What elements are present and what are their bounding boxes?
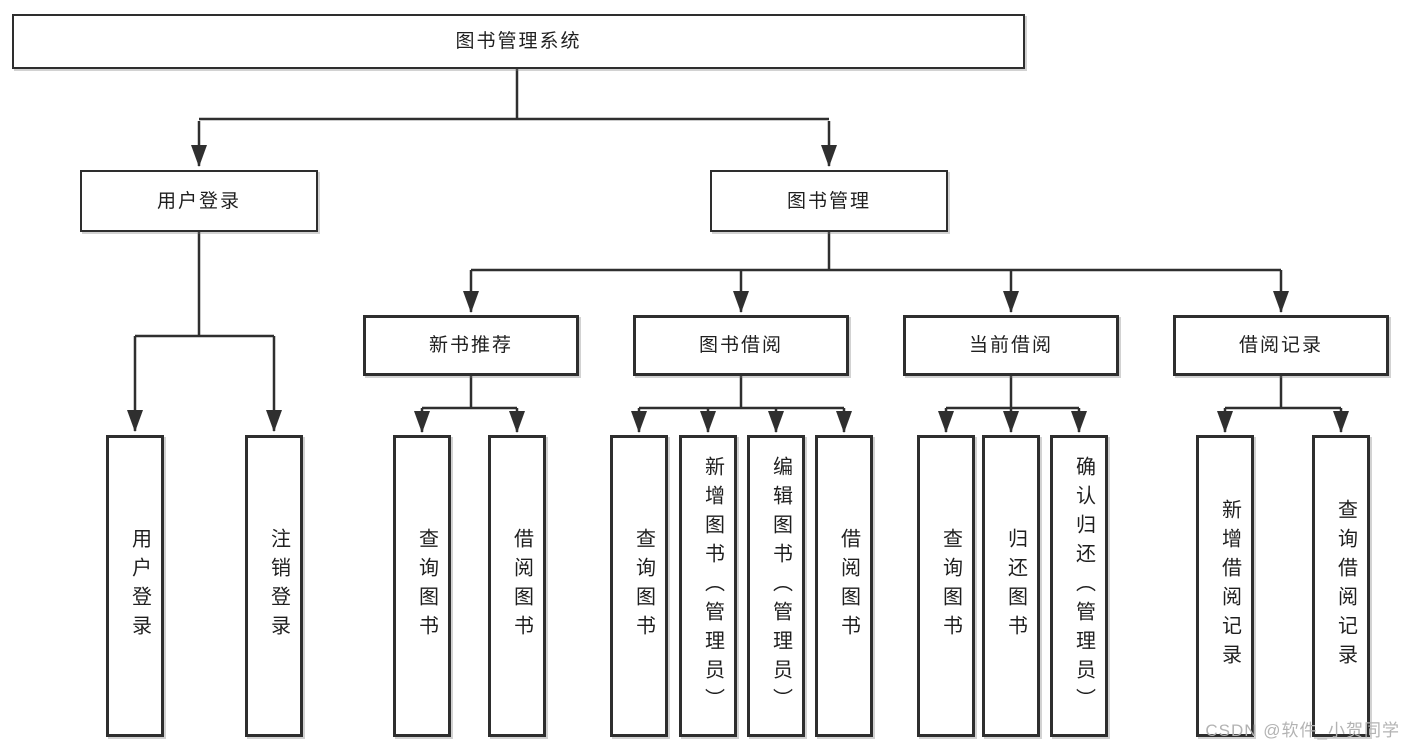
node-new-book-recommend: 新书推荐 — [363, 315, 579, 376]
leaf-label: 查询借阅记录 — [1334, 499, 1357, 673]
leaf-query-books-current: 查询图书 — [917, 435, 975, 737]
leaf-label: 编辑图书（管理员） — [769, 455, 792, 717]
leaf-label: 归还图书 — [1004, 528, 1027, 644]
leaf-return-books: 归还图书 — [982, 435, 1040, 737]
leaf-label: 借阅图书 — [837, 528, 860, 644]
node-user-login: 用户登录 — [80, 170, 318, 232]
leaf-query-borrow-record: 查询借阅记录 — [1312, 435, 1370, 737]
node-root-library-management-system: 图书管理系统 — [12, 14, 1025, 69]
node-label: 图书管理系统 — [455, 31, 582, 52]
node-book-management: 图书管理 — [710, 170, 948, 232]
leaf-label: 注销登录 — [267, 528, 290, 644]
node-label: 新书推荐 — [428, 335, 513, 356]
node-label: 图书借阅 — [698, 335, 783, 356]
leaf-label: 确认归还（管理员） — [1072, 455, 1095, 717]
leaf-label: 新增图书（管理员） — [701, 455, 724, 717]
leaf-borrow-books-recommend: 借阅图书 — [488, 435, 546, 737]
leaf-label: 查询图书 — [939, 528, 962, 644]
leaf-confirm-return-admin: 确认归还（管理员） — [1050, 435, 1108, 737]
leaf-label: 查询图书 — [632, 528, 655, 644]
node-book-borrowing: 图书借阅 — [633, 315, 849, 376]
leaf-query-books-recommend: 查询图书 — [393, 435, 451, 737]
leaf-label: 查询图书 — [415, 528, 438, 644]
node-label: 图书管理 — [786, 190, 871, 212]
node-label: 用户登录 — [156, 190, 241, 212]
leaf-add-books-admin: 新增图书（管理员） — [679, 435, 737, 737]
leaf-query-books-borrowing: 查询图书 — [610, 435, 668, 737]
leaf-edit-books-admin: 编辑图书（管理员） — [747, 435, 805, 737]
leaf-logout: 注销登录 — [245, 435, 303, 737]
leaf-label: 借阅图书 — [510, 528, 533, 644]
node-label: 当前借阅 — [968, 335, 1053, 356]
node-label: 借阅记录 — [1238, 335, 1323, 356]
node-borrowing-records: 借阅记录 — [1173, 315, 1389, 376]
leaf-label: 新增借阅记录 — [1218, 499, 1241, 673]
node-current-borrowing: 当前借阅 — [903, 315, 1119, 376]
leaf-user-login: 用户登录 — [106, 435, 164, 737]
leaf-add-borrow-record: 新增借阅记录 — [1196, 435, 1254, 737]
leaf-borrow-books: 借阅图书 — [815, 435, 873, 737]
leaf-label: 用户登录 — [128, 528, 151, 644]
